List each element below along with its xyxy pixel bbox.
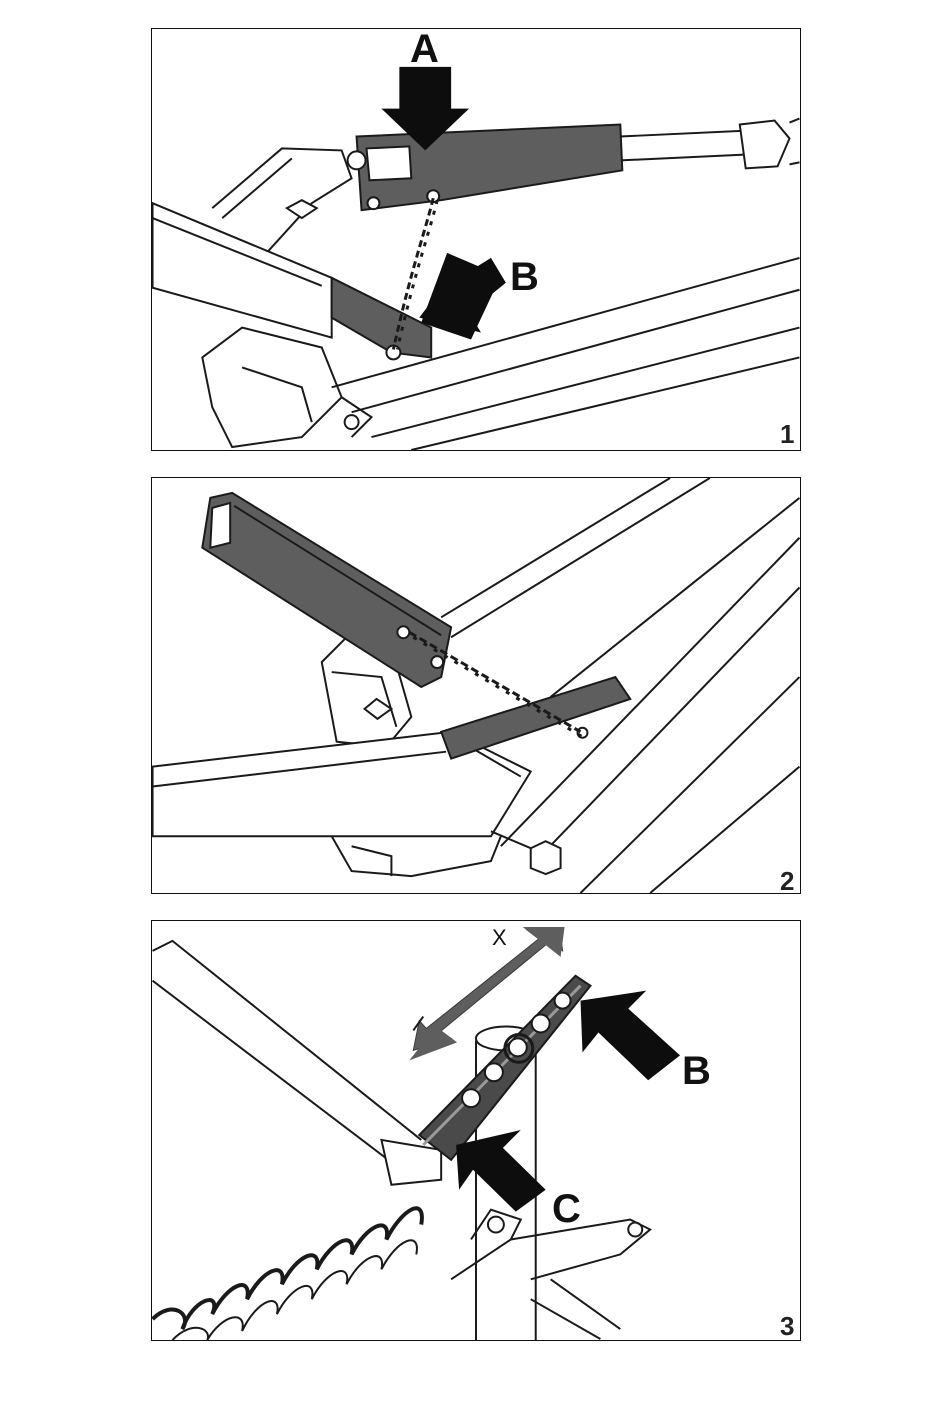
figure-3-number: 3 (780, 1313, 794, 1339)
callout-a-label: A (410, 29, 439, 69)
figure-1-illustration (152, 29, 800, 450)
callout-b-label: B (510, 257, 539, 297)
figure-3-illustration (152, 921, 800, 1340)
figure-3-panel: B C X 3 (151, 920, 801, 1341)
figure-2-panel: 2 (151, 477, 801, 894)
dimension-x-label: X (492, 927, 507, 949)
figure-2-illustration (152, 478, 800, 893)
callout-b-label: B (682, 1051, 711, 1091)
figure-1-number: 1 (780, 421, 794, 447)
figure-1-panel: A B 1 (151, 28, 801, 451)
callout-c-label: C (552, 1189, 581, 1229)
figure-2-number: 2 (780, 868, 794, 894)
